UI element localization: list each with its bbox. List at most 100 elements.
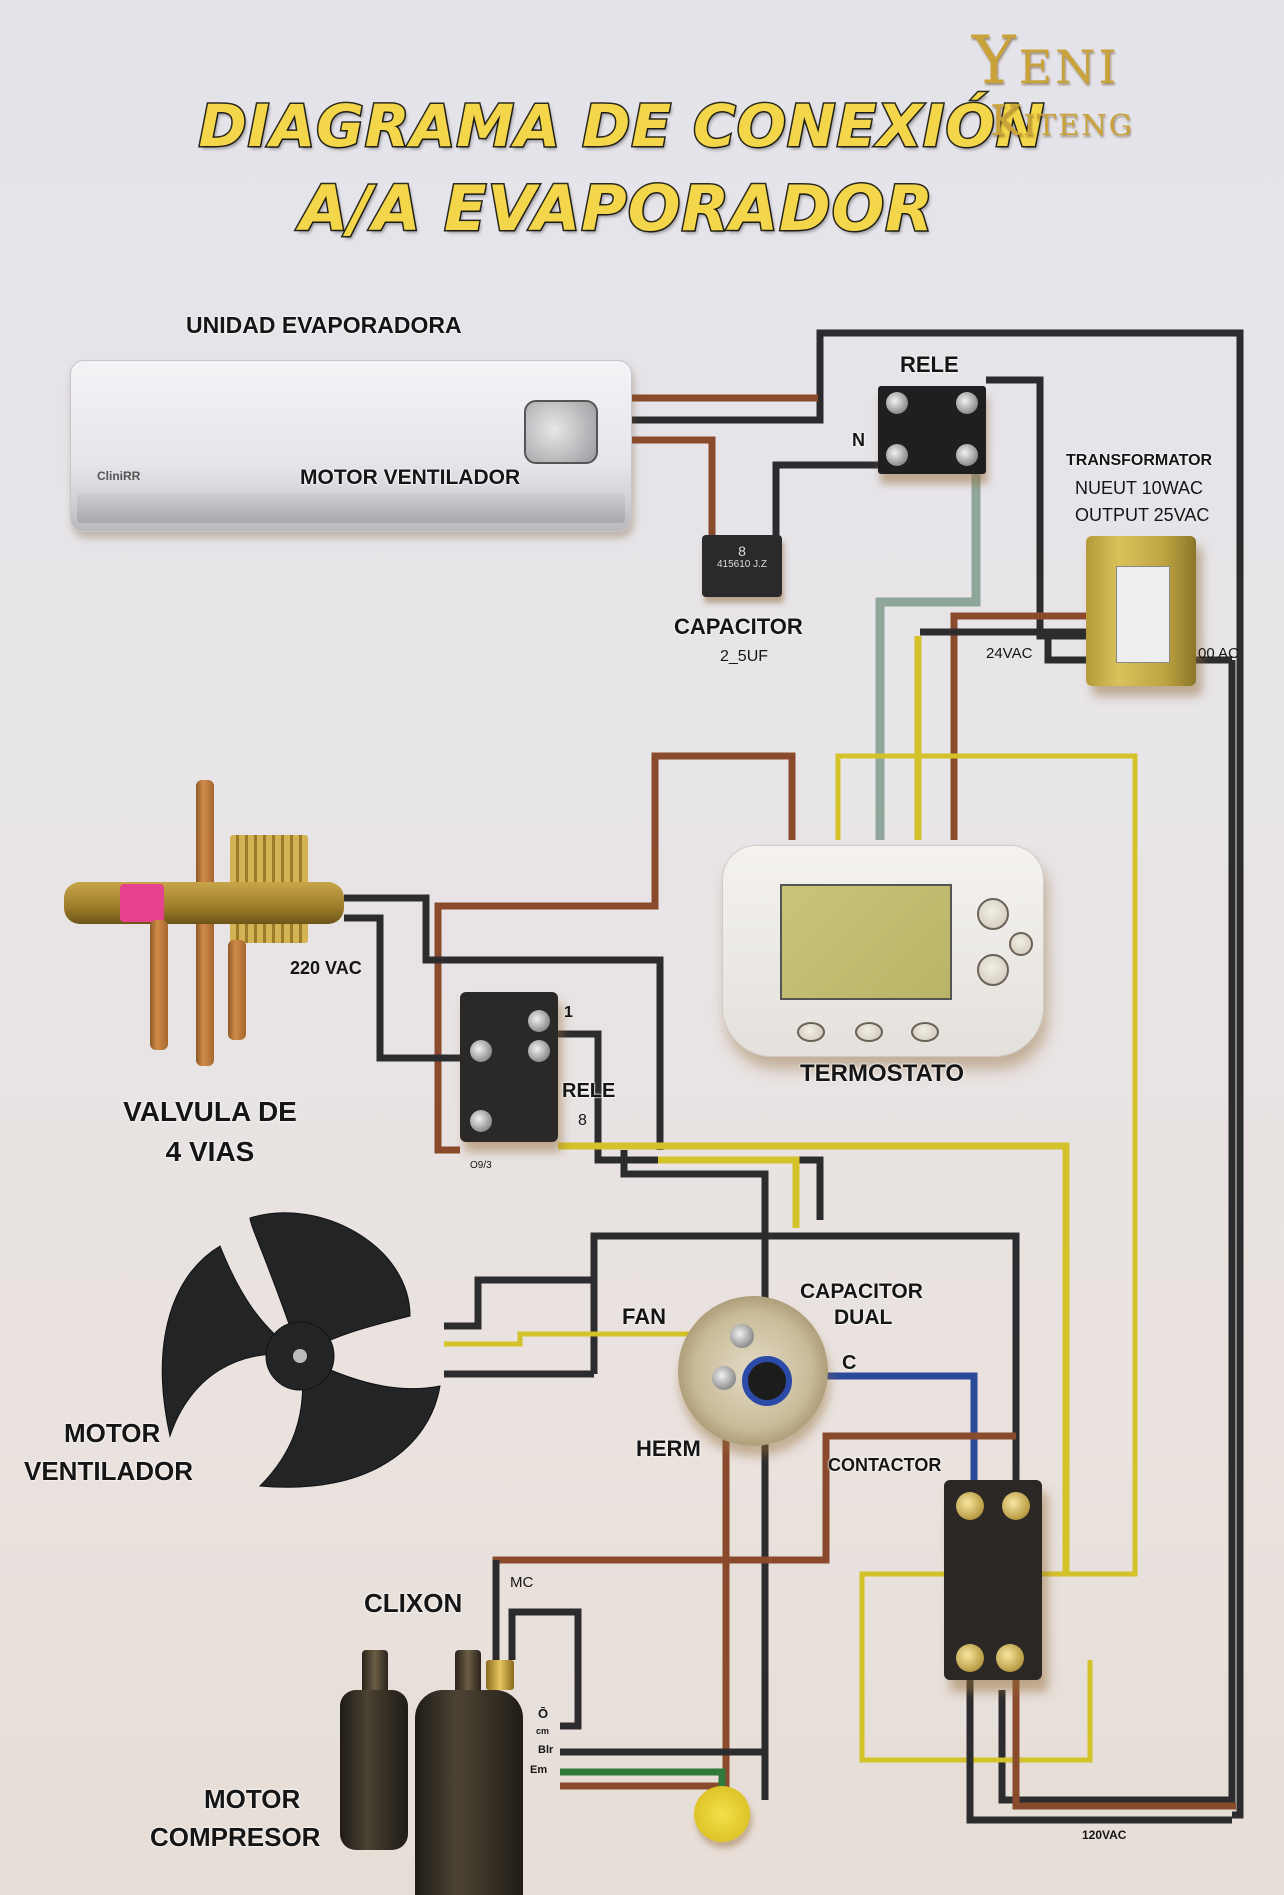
transformer-input: NUEUT 10WAC — [1075, 478, 1204, 498]
fan-motor-label-line1: MOTOR — [64, 1418, 161, 1448]
diagram-title-line1: DIAGRAMA DE CONEXIÓN — [197, 91, 1046, 162]
valve-pipe — [228, 940, 246, 1040]
wire-blue-common — [765, 1372, 978, 1484]
wire-brown-supply-2 — [1012, 1680, 1236, 1810]
thermostat-soft-button[interactable] — [855, 1022, 883, 1042]
wire-black-transformer-lower — [1044, 636, 1086, 664]
clixon-mc-label: MC — [510, 1574, 534, 1591]
contactor-screw-icon — [996, 1644, 1024, 1672]
reversing-valve — [64, 882, 344, 924]
transformer-primary-label: 00 AC — [1198, 645, 1239, 662]
compressor-terminal-1: cm — [536, 1726, 550, 1736]
transformer-24vac-label: 24VAC — [986, 645, 1033, 662]
contactor-screw-icon — [956, 1644, 984, 1672]
wire-yellow-fan-cap — [444, 1331, 742, 1347]
relay-screw-icon — [470, 1040, 492, 1062]
wire-green-ground — [560, 1768, 726, 1786]
wire-black-rail-right — [998, 660, 1236, 1804]
herm-terminal-label: HERM — [636, 1436, 701, 1461]
common-terminal-label: C — [842, 1352, 857, 1374]
thermostat-soft-button[interactable] — [797, 1022, 825, 1042]
wire-brown-valve-loop — [434, 752, 796, 1154]
mid-relay — [460, 992, 558, 1142]
brand-logo-line1: Yeni — [972, 22, 1120, 99]
evaporator-unit-label: UNIDAD EVAPORADORA — [186, 312, 462, 338]
wire-black-valve-lower — [344, 914, 460, 1062]
mid-relay-marking: O9/3 — [470, 1160, 492, 1171]
fan-terminal-icon — [730, 1324, 754, 1348]
transformer-nameplate — [1116, 566, 1170, 663]
wire-black-valve-220 — [344, 894, 664, 1150]
thermostat-up-button[interactable] — [977, 898, 1009, 930]
thermostat-soft-button[interactable] — [911, 1022, 939, 1042]
diagram-title-line2: A/A EVAPORADOR — [298, 171, 935, 247]
ground-tag-icon — [694, 1786, 750, 1842]
wire-yellow-relay-contactor — [558, 1142, 1070, 1574]
wire-black-fan-box — [590, 1232, 1020, 1480]
top-relay — [878, 386, 986, 474]
valve-voltage-label: 220 VAC — [290, 958, 362, 978]
relay-screw-icon — [886, 444, 908, 466]
fan-blade-icon — [161, 1212, 441, 1488]
wire-black-top-loop — [630, 329, 1244, 1819]
compressor-terminal-0: Ō — [538, 1706, 549, 1721]
transformer-output: OUTPUT 25VAC — [1075, 505, 1210, 525]
valve-label-line2: 4 VIAS — [165, 1136, 255, 1167]
evaporator-brand-text: CliniRR — [97, 469, 141, 483]
compressor-terminal-2: Blr — [538, 1744, 554, 1756]
wire-yellow-rail — [835, 753, 1138, 1577]
capacitor-marking: 415610 J.Z — [716, 559, 768, 570]
compressor-label-line2: COMPRESOR — [150, 1822, 321, 1852]
mid-relay-label: RELE — [562, 1080, 616, 1102]
wire-black-clixon-loop — [508, 1608, 582, 1730]
wire-black-fan-top — [444, 1276, 594, 1330]
thermostat-down-button[interactable] — [977, 954, 1009, 986]
small-capacitor-label: CAPACITOR — [674, 614, 803, 639]
small-capacitor-value: 2_5UF — [720, 648, 769, 665]
neutral-terminal-label: N — [852, 430, 865, 450]
fan-motor-label-line2: VENTILADOR — [24, 1456, 193, 1486]
wire-black-relay-right — [986, 376, 1086, 640]
dual-capacitor-label-line2: DUAL — [834, 1306, 893, 1329]
wire-sage-relay-thermo — [875, 474, 981, 840]
herm-terminal-icon — [712, 1366, 736, 1390]
fan-terminal-label: FAN — [622, 1304, 666, 1329]
supply-voltage-label: 120VAC — [1082, 1828, 1127, 1842]
wire-black-mid-drop — [620, 1150, 769, 1800]
transformer-label: TRANSFORMATOR — [1066, 452, 1213, 469]
wire-yellow-contactor-left — [859, 1571, 1093, 1763]
thermostat-display — [780, 884, 952, 1000]
thermostat-label: TERMOSTATO — [800, 1060, 964, 1087]
common-terminal-icon — [742, 1356, 792, 1406]
valve-pipe — [150, 920, 168, 1050]
contactor-screw-icon — [956, 1492, 984, 1520]
compressor-label-line1: MOTOR — [204, 1784, 301, 1814]
wire-brown-evap-cap — [630, 436, 716, 540]
thermostat[interactable] — [722, 845, 1044, 1057]
relay-screw-icon — [956, 392, 978, 414]
transformer — [1086, 536, 1196, 686]
wire-black-supply-1 — [966, 1680, 1232, 1824]
relay-screw-icon — [528, 1040, 550, 1062]
run-capacitor-small: 8 415610 J.Z — [702, 535, 782, 597]
compressor-terminal-3: Em — [530, 1764, 548, 1776]
contactor — [944, 1480, 1042, 1680]
relay-screw-icon — [470, 1110, 492, 1132]
compressor-accumulator — [340, 1690, 408, 1850]
capacitor-marking-top: 8 — [738, 543, 746, 559]
thermostat-mode-button[interactable] — [1009, 932, 1033, 956]
mid-relay-terminal-8: 8 — [578, 1112, 587, 1129]
wire-yellow-relay-branch — [658, 1156, 800, 1228]
top-relay-label: RELE — [900, 352, 959, 377]
wire-black-relay-mid — [558, 1030, 824, 1220]
valve-coil-icon — [120, 884, 164, 922]
contactor-screw-icon — [1002, 1492, 1030, 1520]
evaporator-motor-label: MOTOR VENTILADOR — [300, 466, 521, 489]
valve-label-line1: VALVULA DE — [123, 1096, 297, 1127]
relay-screw-icon — [956, 444, 978, 466]
dual-capacitor-label-line1: CAPACITOR — [800, 1280, 923, 1303]
dual-capacitor — [678, 1296, 828, 1446]
clixon-overload — [486, 1660, 514, 1690]
clixon-label: CLIXON — [364, 1588, 463, 1618]
